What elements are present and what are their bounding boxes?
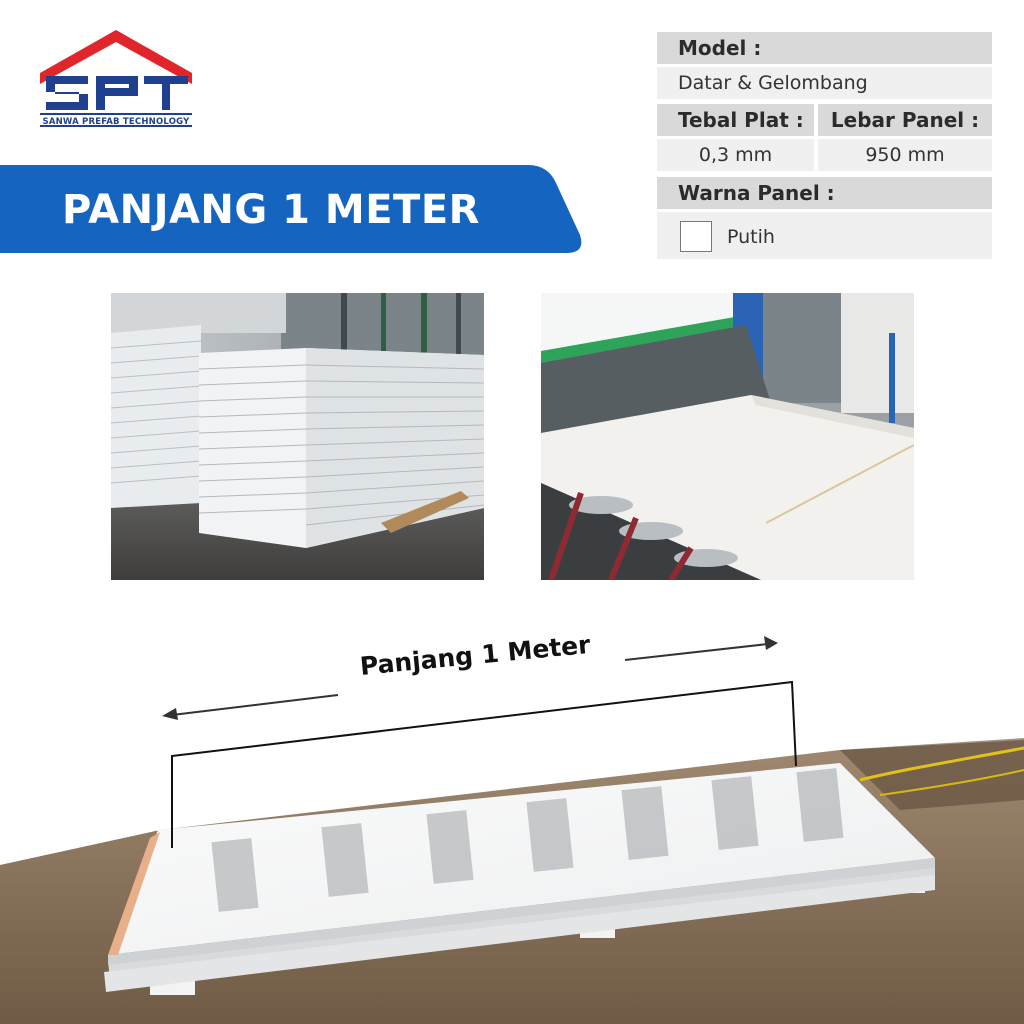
logo-roof-icon [40, 30, 192, 84]
spec-thickness-label: Tebal Plat : [657, 104, 814, 136]
color-swatch-white [680, 221, 712, 252]
length-arrow-right-icon [624, 636, 778, 661]
logo-letter-p-icon [96, 76, 138, 110]
spec-model-value: Datar & Gelombang [657, 67, 992, 99]
length-arrow-left-icon [162, 694, 339, 720]
logo-letter-t-icon [144, 76, 188, 110]
logo-tagline: SANWA PREFAB TECHNOLOGY [40, 113, 192, 127]
spec-color-value: Putih [727, 226, 775, 248]
logo-letter-s-icon [46, 76, 88, 110]
length-bracket [171, 680, 797, 848]
title-banner [0, 165, 582, 253]
banner-title: PANJANG 1 METER [62, 187, 480, 233]
spec-color-row [657, 212, 992, 259]
spec-color-label: Warna Panel : [657, 177, 992, 209]
spec-width-label: Lebar Panel : [818, 104, 992, 136]
spec-width-value: 950 mm [818, 139, 992, 171]
spec-model-label: Model : [657, 32, 992, 64]
panel-length-diagram [0, 636, 1024, 1024]
photo-production-line [541, 293, 914, 580]
sanwa-logo [40, 30, 192, 110]
photo-stacked-panels [111, 293, 484, 580]
spec-thickness-value: 0,3 mm [657, 139, 814, 171]
